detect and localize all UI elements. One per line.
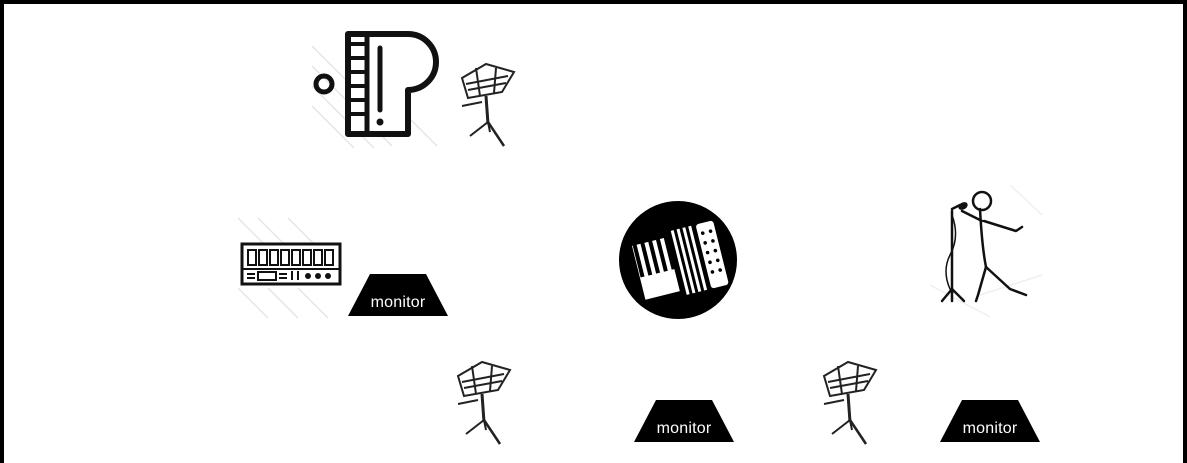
- music-stand-icon: [452, 356, 516, 446]
- keyboard-icon: [238, 218, 344, 318]
- singer-with-microphone-icon: [930, 185, 1042, 317]
- stage-monitor-wedge: monitor: [348, 274, 448, 316]
- frame-right-edge: [1183, 0, 1187, 463]
- music-stand-icon: [456, 58, 520, 148]
- stage-monitor-wedge: monitor: [940, 400, 1040, 442]
- grand-piano-icon: [312, 26, 442, 148]
- stage-monitor-wedge: monitor: [634, 400, 734, 442]
- monitor-label: monitor: [634, 420, 734, 438]
- frame-left-edge: [0, 0, 4, 463]
- monitor-label: monitor: [348, 294, 448, 312]
- monitor-label: monitor: [940, 420, 1040, 438]
- accordion-icon: [618, 200, 738, 320]
- music-stand-icon: [818, 356, 882, 446]
- frame-top-edge: [0, 0, 1187, 4]
